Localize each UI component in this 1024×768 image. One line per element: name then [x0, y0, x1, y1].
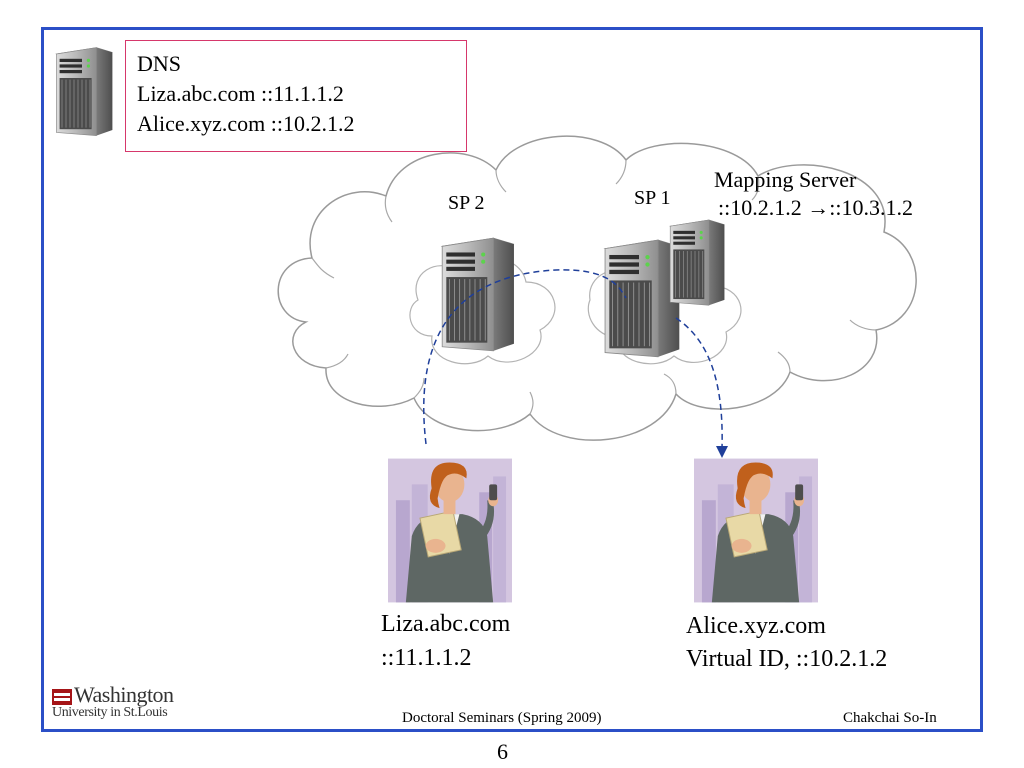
footer-author: Chakchai So-In — [843, 710, 937, 726]
sp1-server-icon — [604, 239, 680, 358]
sp1-label: SP 1 — [634, 187, 671, 209]
arrowhead — [716, 446, 728, 458]
businesswoman-icon — [694, 458, 818, 603]
right-user-host: Alice.xyz.com — [686, 613, 826, 639]
slide-frame — [41, 27, 983, 732]
sp2-server-icon — [441, 237, 515, 352]
dns-record-box: DNS Liza.abc.com ::11.1.1.2 Alice.xyz.co… — [125, 40, 467, 152]
request-arrow — [423, 269, 627, 445]
logo-line2: University in St.Louis — [52, 705, 168, 720]
mapping-rule: ::10.2.1.2 →::10.3.1.2 — [718, 195, 913, 220]
forward-arrow — [675, 317, 723, 449]
page-number: 6 — [497, 739, 508, 764]
dns-entry: Liza.abc.com ::11.1.1.2 — [137, 81, 344, 106]
footer-title: Doctoral Seminars (Spring 2009) — [402, 710, 602, 726]
sp2-label: SP 2 — [448, 192, 485, 214]
dns-entry: Alice.xyz.com ::10.2.1.2 — [137, 111, 355, 136]
mapping-server-icon — [669, 219, 725, 306]
left-user-host: Liza.abc.com — [381, 611, 511, 637]
mapping-server-label: Mapping Server — [714, 167, 857, 192]
businesswoman-icon — [388, 458, 512, 603]
dns-server-icon — [56, 47, 113, 137]
right-user-address: Virtual ID, ::10.2.1.2 — [686, 646, 888, 672]
university-crest-icon — [52, 689, 72, 705]
dns-title: DNS — [137, 51, 182, 76]
university-logo: Washington University in St.Louis — [52, 682, 192, 724]
left-user-address: ::11.1.1.2 — [381, 645, 472, 671]
logo-line1: Washington — [74, 682, 174, 707]
